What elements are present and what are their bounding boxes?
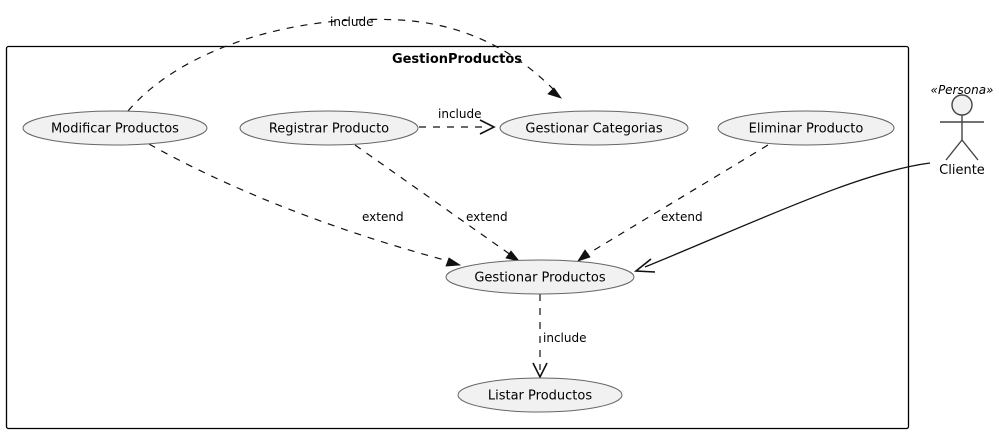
use-case-label: Registrar Producto [269, 122, 389, 137]
use-case-gestionar-productos[interactable]: Gestionar Productos [445, 259, 635, 295]
use-case-listar-productos[interactable]: Listar Productos [457, 377, 623, 413]
use-case-ellipse[interactable] [22, 110, 208, 146]
use-case-label: Eliminar Producto [749, 122, 864, 137]
dependency-line [148, 143, 453, 263]
relationship-modificar-extends-gestionar: extend [148, 143, 462, 267]
use-case-ellipse[interactable] [717, 110, 895, 146]
actor-leg-left-icon [945, 139, 963, 161]
actor-head-icon [951, 94, 973, 116]
use-case-label: Listar Productos [488, 389, 592, 404]
relationship-modificar-includes-categorias: include [127, 15, 562, 112]
dependency-line [354, 144, 512, 256]
edge-label-include: include [438, 107, 481, 121]
relationship-cliente-association-gestionar [633, 162, 931, 273]
association-line [644, 162, 931, 268]
actor-leg-right-icon [961, 139, 979, 161]
relationship-registrar-extends-gestionar: extend [354, 144, 521, 262]
arrowhead-solid-icon [547, 87, 562, 99]
arrowhead-open-icon [479, 119, 496, 135]
use-case-gestionar-categorias[interactable]: Gestionar Categorias [499, 110, 689, 146]
use-case-modificar-productos[interactable]: Modificar Productos [22, 110, 208, 146]
arrowhead-solid-icon [577, 249, 591, 262]
arrowhead-solid-icon [505, 250, 521, 262]
use-case-label: Gestionar Categorias [525, 122, 662, 137]
use-case-ellipse[interactable] [499, 110, 689, 146]
dependency-line [585, 144, 769, 256]
use-case-ellipse[interactable] [239, 110, 419, 146]
edge-label-extend: extend [661, 210, 703, 224]
edge-label-extend: extend [362, 210, 404, 224]
use-case-ellipse[interactable] [457, 377, 623, 413]
actor-cliente[interactable]: «Persona» Cliente [931, 83, 994, 178]
edge-label-extend: extend [466, 210, 508, 224]
actor-stereotype-label: «Persona» [931, 83, 994, 97]
dependency-line [127, 18, 557, 112]
use-case-registrar-producto[interactable]: Registrar Producto [239, 110, 419, 146]
relationship-gestionar-includes-listar: include [532, 294, 586, 379]
relationship-registrar-includes-categorias: include [419, 107, 496, 135]
edge-label-include: include [330, 15, 373, 29]
use-case-label: Gestionar Productos [474, 271, 606, 286]
arrowhead-open-icon [532, 362, 548, 379]
relationship-eliminar-extends-gestionar: extend [577, 144, 769, 262]
actor-name-label: Cliente [939, 163, 985, 178]
use-case-ellipse[interactable] [445, 259, 635, 295]
edge-label-include: include [543, 331, 586, 345]
use-case-label: Modificar Productos [51, 122, 179, 137]
arrowhead-solid-icon [445, 257, 462, 267]
system-boundary-title: GestionProductos [392, 52, 522, 67]
system-boundary-frame [5, 45, 910, 430]
arrowhead-open-icon [633, 258, 656, 273]
use-case-eliminar-producto[interactable]: Eliminar Producto [717, 110, 895, 146]
